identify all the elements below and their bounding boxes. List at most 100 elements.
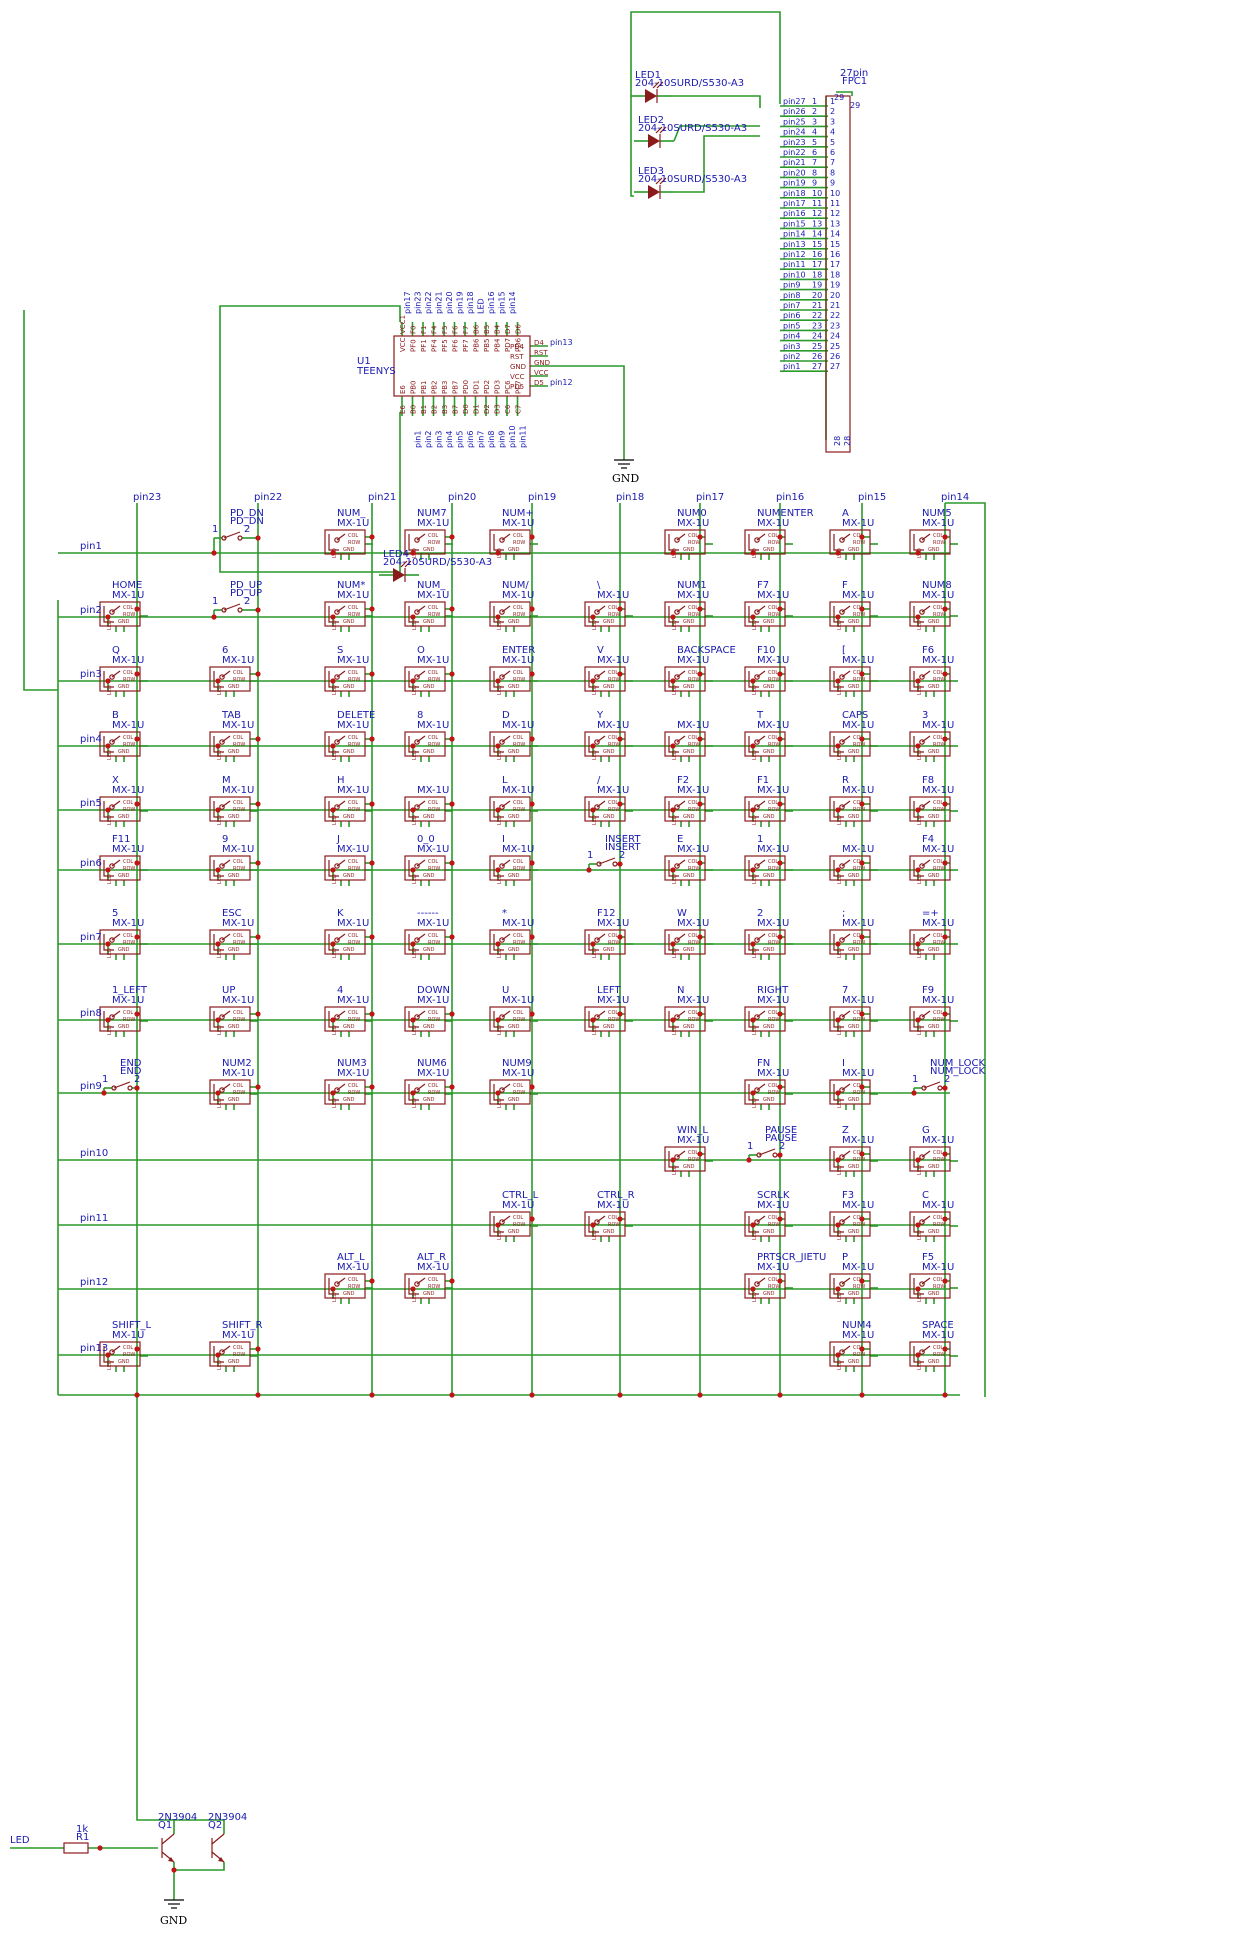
switch-lever xyxy=(841,670,851,678)
pin-led: LED xyxy=(672,750,678,760)
switch-body xyxy=(909,855,951,881)
junction xyxy=(97,1845,103,1851)
switch-outline xyxy=(913,1278,924,1295)
switch-lever xyxy=(921,605,931,613)
pin-gnd: GND xyxy=(423,1097,435,1103)
pin-gnd: GND xyxy=(848,873,860,879)
switch-outline xyxy=(588,1011,599,1028)
junction xyxy=(369,1278,375,1284)
junction xyxy=(369,534,375,540)
key-name: 1_LEFT xyxy=(112,985,148,996)
pin-row: ROW xyxy=(428,1090,440,1096)
key-name: \ xyxy=(597,580,601,591)
key-value: MX-1U xyxy=(677,518,709,529)
junction xyxy=(835,614,841,620)
key-name: R xyxy=(842,775,849,786)
key-name: U xyxy=(502,985,509,996)
switch-contact xyxy=(754,609,760,615)
switch-contact xyxy=(754,537,760,543)
junction xyxy=(915,1017,921,1023)
key-value: MX-1U xyxy=(112,1330,144,1341)
switch-contact xyxy=(219,674,225,680)
pin-gnd: GND xyxy=(928,547,940,553)
pin-led: LED xyxy=(752,620,758,630)
pin-gnd: GND xyxy=(928,873,940,879)
pin-led: LED xyxy=(837,874,843,884)
key-value: MX-1U xyxy=(417,655,449,666)
pin-col: COL xyxy=(768,859,778,865)
key-name: 5 xyxy=(112,908,118,919)
key-value: MX-1U xyxy=(502,1200,534,1211)
key-value: MX-1U xyxy=(222,720,254,731)
pin-row: ROW xyxy=(348,677,360,683)
tact-pin-2: 2 xyxy=(244,524,250,535)
row-label-pin5: pin5 xyxy=(80,798,102,809)
switch-outline xyxy=(408,860,419,877)
switch-contact xyxy=(754,1014,760,1020)
key-name: P xyxy=(842,1252,848,1263)
junction xyxy=(529,1216,535,1222)
switch-contact xyxy=(334,937,340,943)
pin-row: ROW xyxy=(688,807,700,813)
switch-outline xyxy=(668,801,679,818)
key-name: PRTSCR_JIETU xyxy=(757,1252,826,1263)
switch-body xyxy=(404,929,446,955)
led-triangle xyxy=(393,568,405,582)
pin-led: LED xyxy=(837,1098,843,1108)
switch-body xyxy=(909,929,951,955)
junction xyxy=(330,1090,336,1096)
fpc-pad-num: 4 xyxy=(812,128,817,137)
pin-gnd: GND xyxy=(928,1164,940,1170)
far-left-wire xyxy=(23,310,58,691)
fpc-net: pin27 xyxy=(783,97,806,106)
junction xyxy=(495,678,501,684)
pin-gnd: GND xyxy=(228,1024,240,1030)
pin-col: COL xyxy=(768,800,778,806)
switch-body xyxy=(829,855,871,881)
fpc-pad-num: 12 xyxy=(812,209,822,218)
junction xyxy=(255,671,261,677)
junction xyxy=(105,614,111,620)
driver-gnd-label: GND xyxy=(160,1914,187,1927)
fpc-pad-num-2: 10 xyxy=(830,189,840,198)
resistor-value: 1k xyxy=(76,1824,88,1835)
switch-body xyxy=(404,1079,446,1105)
switch-lever xyxy=(841,1215,851,1223)
fpc-pad-num: 22 xyxy=(812,311,822,320)
pin-gnd: GND xyxy=(928,619,940,625)
pin-col: COL xyxy=(853,1010,863,1016)
pin-led: LED xyxy=(837,685,843,695)
key-value: MX-1U xyxy=(417,995,449,1006)
junction xyxy=(859,860,865,866)
pin-row: ROW xyxy=(768,612,780,618)
pin-gnd: GND xyxy=(763,1097,775,1103)
pin-col: COL xyxy=(513,1215,523,1221)
junction xyxy=(750,743,756,749)
switch-outline xyxy=(408,736,419,753)
teensy-top-pin-label: PD7 xyxy=(504,338,512,352)
key-name: S xyxy=(337,645,343,656)
pin-row: ROW xyxy=(513,677,525,683)
switch-contact xyxy=(754,804,760,810)
switch-body xyxy=(744,529,786,555)
teensy-top-pin-short: F5 xyxy=(441,326,449,334)
pin-col: COL xyxy=(348,605,358,611)
switch-outline xyxy=(833,671,844,688)
switch-outline xyxy=(833,1216,844,1233)
column-label-pin18: pin18 xyxy=(616,492,644,503)
fpc-net: pin24 xyxy=(783,128,806,137)
teensy-top-pin-short: F7 xyxy=(462,326,470,334)
switch-outline xyxy=(748,860,759,877)
fpc-pad-num-2: 5 xyxy=(830,138,835,147)
switch-contact xyxy=(754,739,760,745)
switch-contact xyxy=(334,1014,340,1020)
key-value: MX-1U xyxy=(922,590,954,601)
pin-led: LED xyxy=(412,874,418,884)
